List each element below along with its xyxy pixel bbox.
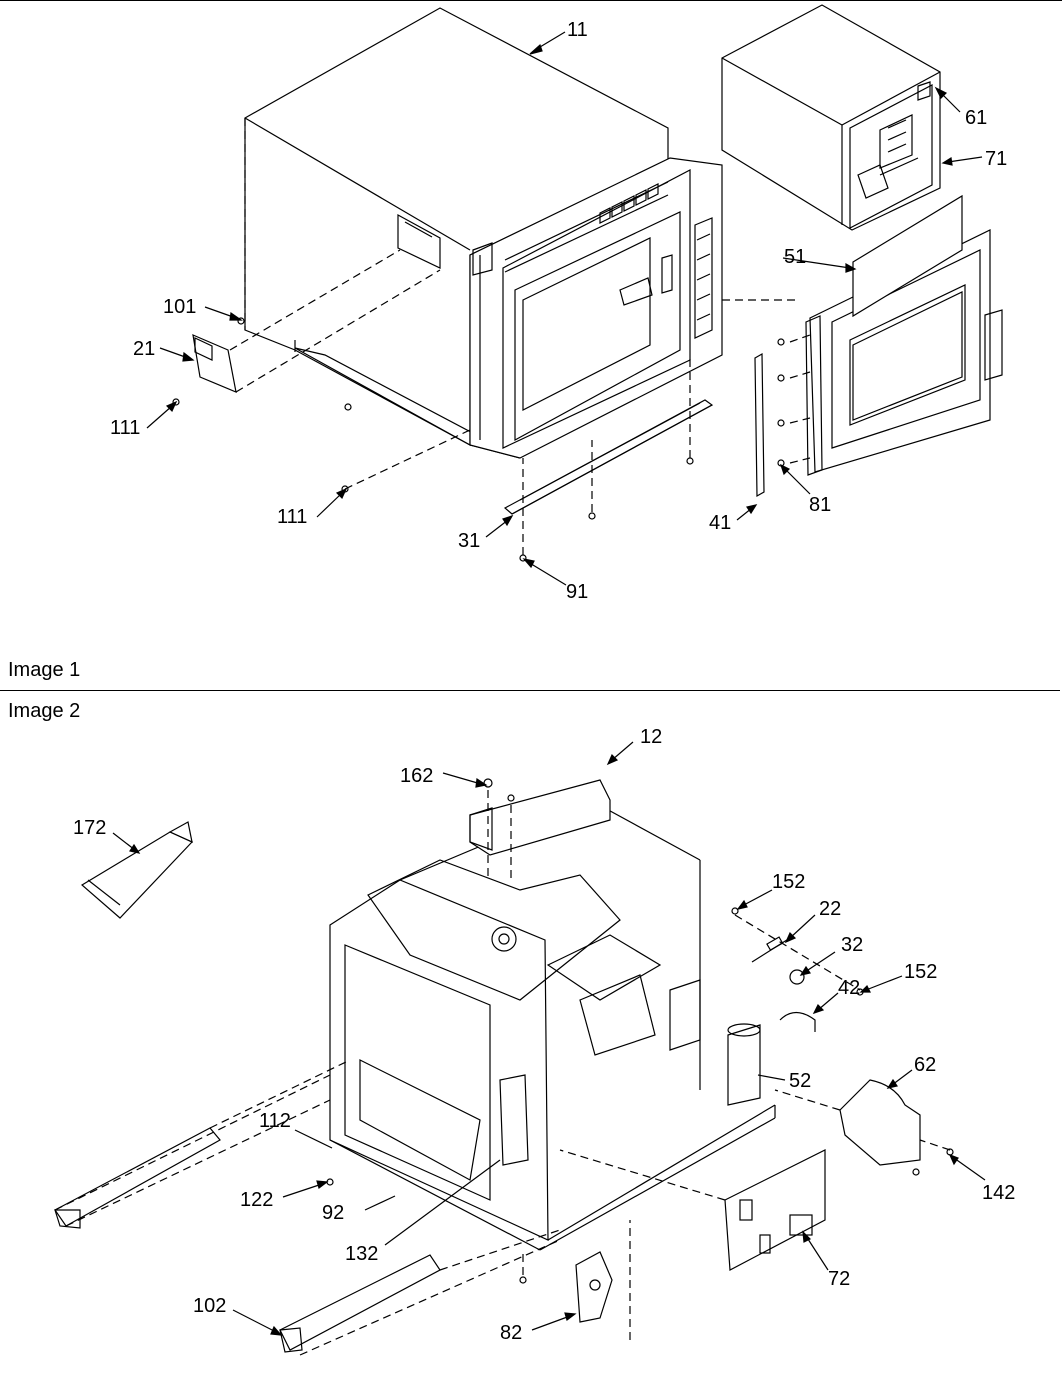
callout-162: 162 — [400, 765, 433, 787]
leader-arrows — [112, 31, 986, 1336]
callout-92: 92 — [322, 1202, 344, 1224]
magnetron-bracket-12 — [469, 779, 611, 856]
callout-41: 41 — [709, 512, 731, 534]
callout-172: 172 — [73, 817, 106, 839]
section-divider — [0, 690, 1060, 691]
callout-111-a: 111 — [110, 417, 140, 439]
foot-rail-102 — [279, 1254, 441, 1353]
callout-11: 11 — [567, 19, 588, 41]
bottom-trim-31 — [503, 399, 714, 515]
callout-102: 102 — [193, 1295, 226, 1317]
oven-cavity-front-frame — [469, 157, 723, 459]
top-border — [0, 0, 1062, 1]
callout-152-b: 152 — [904, 961, 937, 983]
callout-142: 142 — [982, 1182, 1015, 1204]
callout-82: 82 — [500, 1322, 522, 1344]
callout-81: 81 — [809, 494, 831, 516]
callout-91: 91 — [566, 581, 588, 603]
callout-21: 21 — [133, 338, 155, 360]
section-title-image-1: Image 1 — [8, 659, 81, 681]
callout-152-a: 152 — [772, 871, 805, 893]
callout-12: 12 — [640, 726, 662, 748]
callout-22: 22 — [819, 898, 841, 920]
callout-32: 32 — [841, 934, 863, 956]
section-title-image-2: Image 2 — [8, 700, 81, 722]
callout-31: 31 — [458, 530, 480, 552]
callout-71: 71 — [985, 148, 1007, 170]
door-seal-41 — [754, 352, 765, 498]
diode-22 — [751, 936, 791, 963]
clamp-42 — [779, 1011, 816, 1032]
callout-122: 122 — [240, 1189, 273, 1211]
callout-62: 62 — [914, 1054, 936, 1076]
callout-111-b: 111 — [277, 506, 307, 528]
latch-assembly-82 — [575, 1251, 613, 1323]
callout-132: 132 — [345, 1243, 378, 1265]
callout-52: 52 — [789, 1070, 811, 1092]
outer-wrap-71 — [721, 4, 941, 231]
chassis-frame — [329, 799, 776, 1251]
callout-61: 61 — [965, 107, 987, 129]
callout-101: 101 — [163, 296, 196, 318]
back-plate-21 — [192, 334, 237, 393]
callout-112: 112 — [259, 1110, 291, 1132]
callouts-image2: 12 162 172 152 22 32 152 42 62 52 112 12… — [73, 726, 1015, 1344]
foot-rail-left — [54, 1127, 221, 1229]
outer-cabinet-11 — [244, 7, 669, 459]
dashed-leaders-image2 — [54, 790, 951, 1356]
door-51 — [805, 194, 1003, 476]
grommet-32 — [789, 969, 805, 985]
dashed-leaders-image1 — [229, 249, 811, 555]
callout-42: 42 — [838, 977, 860, 999]
control-board-72 — [724, 1149, 826, 1271]
sealant-tube-172 — [80, 821, 194, 919]
callout-72: 72 — [828, 1268, 850, 1290]
callout-51: 51 — [784, 246, 806, 268]
cover-62 — [839, 1079, 921, 1166]
callouts-image1: 11 61 71 51 101 21 111 111 31 91 41 81 — [110, 19, 1007, 603]
capacitor-52 — [727, 1023, 761, 1106]
